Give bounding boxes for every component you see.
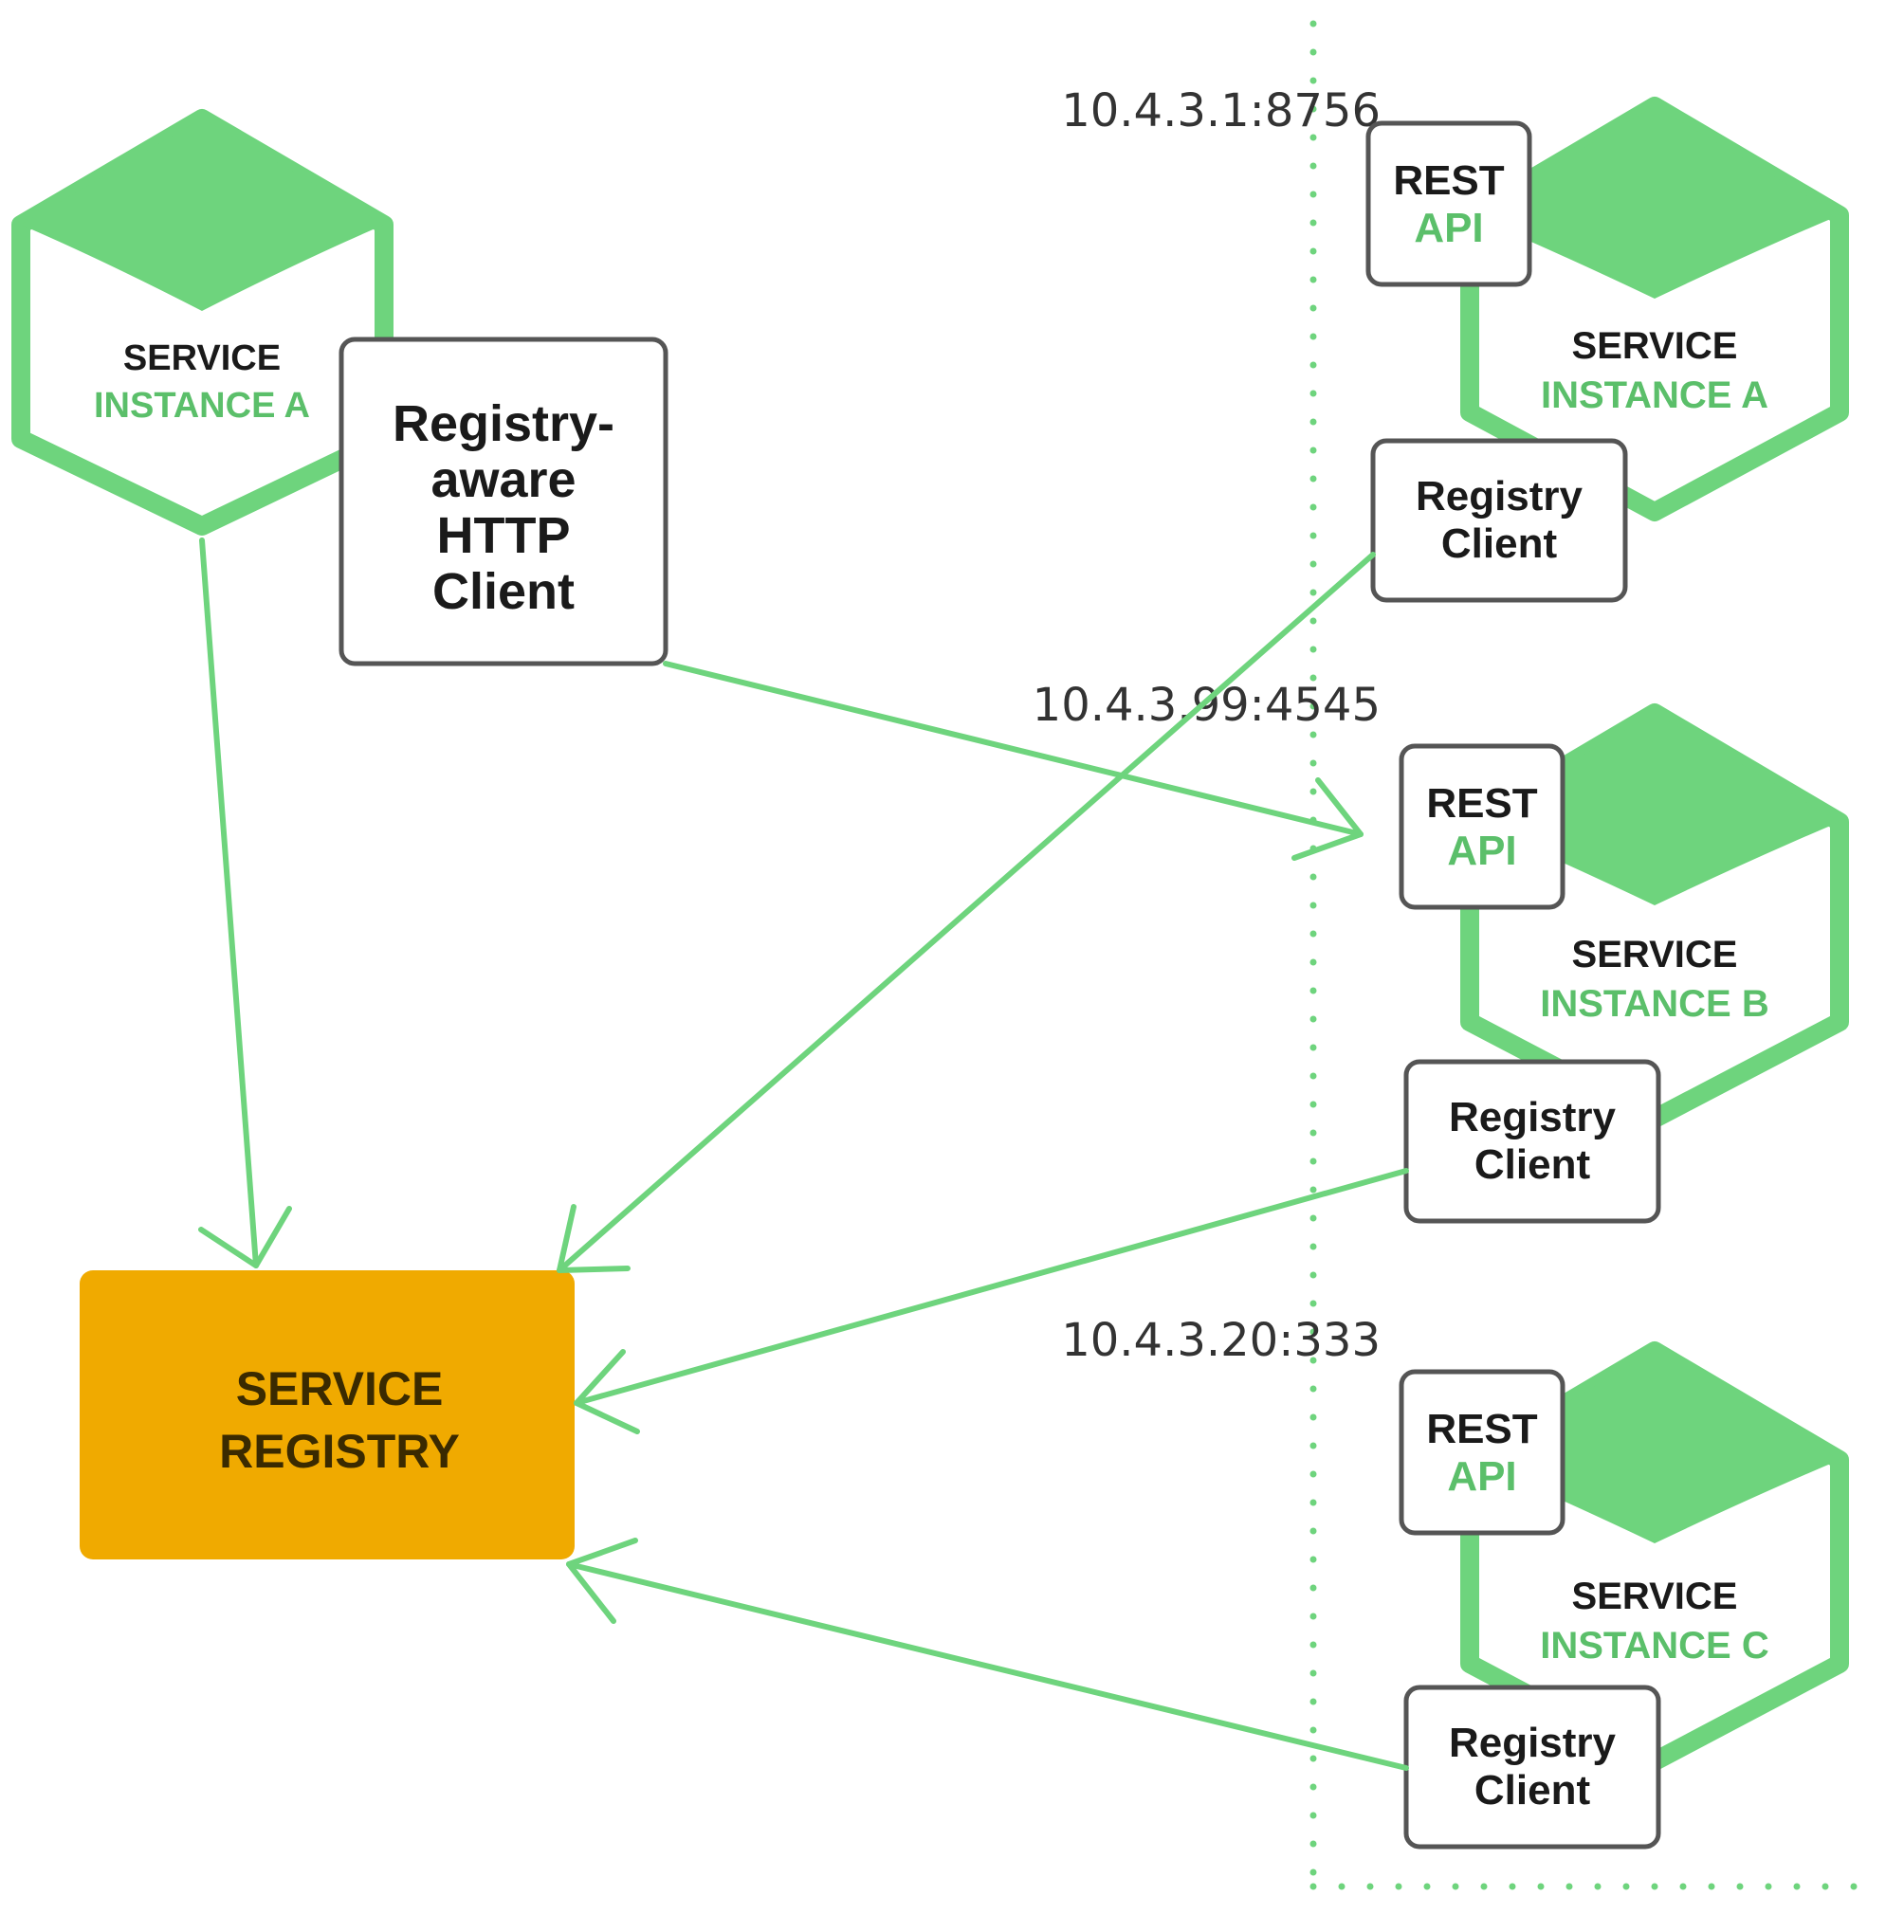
network-boundary (1309, 20, 1881, 1890)
instance-c-service-line2: INSTANCE C (1540, 1625, 1768, 1667)
service-registry-rect (80, 1270, 575, 1559)
service-registry-line1: SERVICE (236, 1362, 444, 1415)
arrow-instance-a-client-to-registry (557, 552, 1376, 1273)
instance-c-registry-client-line1: Registry (1449, 1720, 1617, 1766)
instance-a-rest-line1: REST (1393, 157, 1504, 204)
client-service-hexagon: SERVICE INSTANCE A (11, 109, 394, 536)
instance-a-service-line1: SERVICE (1572, 325, 1738, 367)
http-client-line4: Client (432, 563, 575, 620)
arrow-instance-c-client-to-registry (566, 1538, 1409, 1771)
client-service-line2: INSTANCE A (94, 386, 310, 426)
hexagon-cap (21, 118, 384, 311)
http-client-box: Registry- aware HTTP Client (339, 337, 668, 666)
instance-c-rest-line2: API (1447, 1453, 1516, 1500)
instance-a: 10.4.3.1:8756 SERVICE INSTANCE A REST AP… (1061, 84, 1849, 603)
instance-b: 10.4.3.99:4545 SERVICE INSTANCE B REST A… (1033, 679, 1849, 1224)
instance-a-rest-line2: API (1414, 205, 1483, 251)
http-client-line1: Registry- (393, 395, 614, 452)
instance-a-registry-client-line1: Registry (1416, 473, 1584, 519)
instance-c-rest-box (1399, 1369, 1565, 1536)
instance-c-registry-client-line2: Client (1474, 1767, 1591, 1814)
instance-b-rest-line2: API (1447, 828, 1516, 874)
service-registry: SERVICE REGISTRY (80, 1270, 575, 1559)
instance-a-registry-client-box (1370, 438, 1628, 603)
instance-b-rest-box (1399, 743, 1565, 910)
instance-c-rest-line1: REST (1426, 1406, 1537, 1452)
instance-b-service-line1: SERVICE (1572, 934, 1738, 975)
arrow-client-to-registry (198, 538, 292, 1268)
instance-a-hexagon-cap (1470, 106, 1840, 299)
instance-a-registry-client-line2: Client (1441, 520, 1558, 567)
arrow-instance-b-client-to-registry (574, 1168, 1409, 1434)
instance-a-address: 10.4.3.1:8756 (1061, 84, 1381, 137)
instance-b-rest-line1: REST (1426, 780, 1537, 827)
instance-b-registry-client-box (1403, 1059, 1661, 1224)
instance-b-address: 10.4.3.99:4545 (1033, 679, 1381, 732)
connections (198, 538, 1409, 1771)
instance-a-rest-box (1365, 120, 1532, 287)
instance-b-registry-client-line2: Client (1474, 1141, 1591, 1188)
instance-a-service-line2: INSTANCE A (1541, 374, 1768, 416)
arrow-http-client-to-instance-b (663, 661, 1364, 861)
http-client-line3: HTTP (437, 507, 571, 564)
http-client-rect (339, 337, 668, 666)
instance-c: 10.4.3.20:333 SERVICE INSTANCE C REST AP… (1061, 1314, 1849, 1850)
instance-b-registry-client-line1: Registry (1449, 1094, 1617, 1140)
http-client-line2: aware (430, 451, 576, 508)
instance-c-service-line1: SERVICE (1572, 1576, 1738, 1617)
client-service-line1: SERVICE (123, 338, 281, 378)
instance-c-address: 10.4.3.20:333 (1061, 1314, 1381, 1367)
instance-b-service-line2: INSTANCE B (1540, 983, 1768, 1025)
service-registry-line2: REGISTRY (219, 1425, 460, 1478)
